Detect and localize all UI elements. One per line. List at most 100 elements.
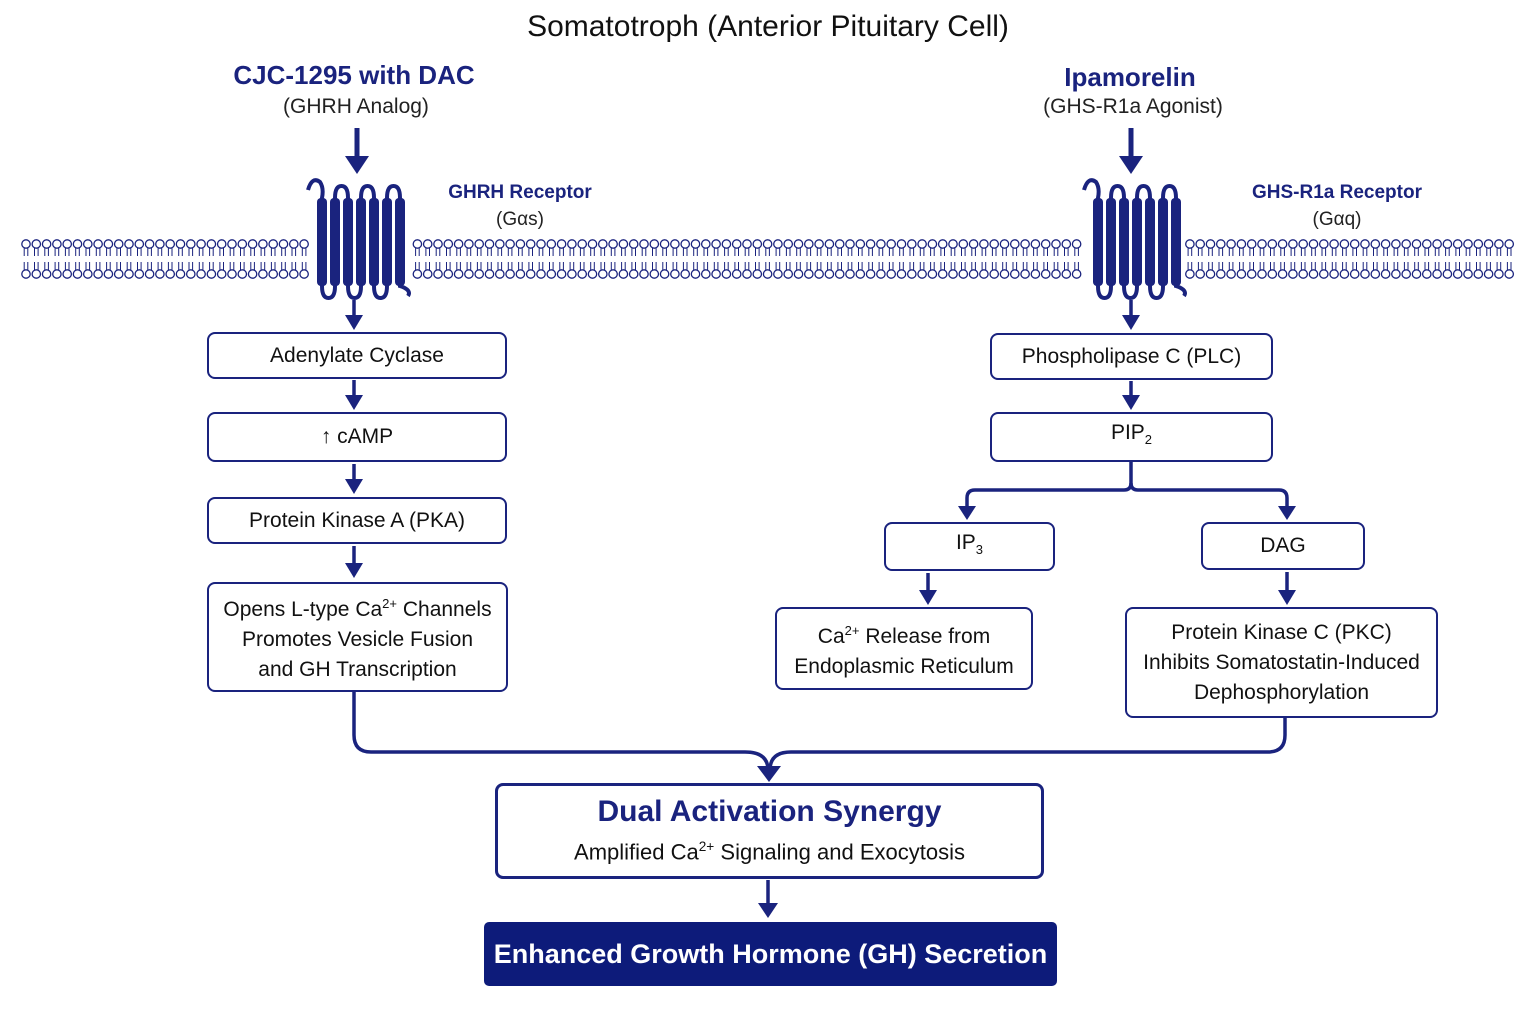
lipid-head bbox=[175, 239, 186, 249]
lipid-head bbox=[1185, 239, 1195, 249]
lipid-head bbox=[536, 269, 546, 279]
lipid-head bbox=[1442, 269, 1453, 279]
lipid-head bbox=[556, 269, 567, 279]
lipid-head bbox=[773, 239, 783, 249]
lipid-head bbox=[876, 269, 886, 279]
lipid-head bbox=[165, 239, 176, 249]
lipid-head bbox=[41, 269, 52, 279]
transmembrane-helix bbox=[317, 198, 327, 286]
lipid-head bbox=[1391, 239, 1401, 249]
lipid-head bbox=[1421, 269, 1432, 279]
lipid-head bbox=[1411, 269, 1422, 279]
lipid-head bbox=[288, 239, 299, 249]
lipid-head bbox=[72, 239, 83, 249]
lipid-head bbox=[1483, 269, 1494, 279]
lipid-head bbox=[268, 239, 279, 249]
ca-line-1-sup: 2+ bbox=[844, 622, 860, 638]
lipid-head bbox=[1494, 269, 1504, 279]
lipid-head bbox=[21, 239, 31, 249]
lipid-head bbox=[1339, 269, 1350, 279]
gh-secretion-outcome: Enhanced Growth Hormone (GH) Secretion bbox=[484, 922, 1057, 986]
lipid-head bbox=[1318, 269, 1329, 279]
lipid-head bbox=[793, 269, 804, 279]
lipid-head bbox=[731, 239, 742, 249]
lipid-head bbox=[1483, 239, 1494, 249]
lipid-head bbox=[1226, 269, 1236, 279]
pkc-line-2: Inhibits Somatostatin-Induced bbox=[1143, 650, 1420, 674]
ca-line-1-post: Release from bbox=[859, 624, 991, 648]
lipid-head bbox=[1071, 239, 1082, 249]
lipid-head bbox=[82, 269, 93, 279]
lipid-head bbox=[103, 269, 114, 279]
lipid-head bbox=[948, 269, 958, 279]
lipid-head bbox=[906, 239, 917, 249]
lipid-head bbox=[1020, 239, 1030, 249]
lipid-head bbox=[1432, 239, 1442, 249]
ghrh-receptor-icon bbox=[306, 178, 411, 301]
lipid-head bbox=[288, 269, 299, 279]
lipid-head bbox=[742, 239, 752, 249]
lipid-head bbox=[597, 239, 608, 249]
lipid-head bbox=[803, 269, 814, 279]
lipid-head bbox=[711, 239, 721, 249]
lipid-head bbox=[1308, 269, 1319, 279]
lipid-head bbox=[670, 239, 680, 249]
lipid-head bbox=[1236, 239, 1247, 249]
lipid-head bbox=[721, 239, 732, 249]
lipid-head bbox=[948, 239, 958, 249]
ghrh-receptor-gprotein: (Gαs) bbox=[496, 209, 544, 230]
lipid-head bbox=[1236, 269, 1247, 279]
lipid-head bbox=[731, 269, 742, 279]
lipid-head bbox=[556, 239, 567, 249]
lipid-head bbox=[62, 239, 73, 249]
lipid-head bbox=[783, 239, 794, 249]
lipid-head bbox=[258, 269, 268, 279]
lipid-head bbox=[937, 269, 948, 279]
lipid-head bbox=[216, 239, 227, 249]
ghs-r1a-receptor-label: GHS-R1a Receptor bbox=[1252, 182, 1422, 203]
transmembrane-helix bbox=[1132, 198, 1142, 286]
lipid-head bbox=[93, 239, 103, 249]
lipid-head bbox=[1380, 239, 1391, 249]
lipid-head bbox=[31, 239, 42, 249]
pka-box: Protein Kinase A (PKA) bbox=[207, 497, 507, 544]
lipid-head bbox=[1040, 239, 1051, 249]
lipid-head bbox=[855, 239, 866, 249]
lipid-head bbox=[608, 269, 618, 279]
camp-label: ↑ cAMP bbox=[321, 422, 393, 452]
lipid-head bbox=[865, 239, 876, 249]
lipid-head bbox=[1071, 269, 1082, 279]
lipid-head bbox=[31, 269, 42, 279]
ipamorelin-class: (GHS-R1a Agonist) bbox=[1043, 95, 1223, 118]
lipid-head bbox=[618, 269, 629, 279]
lipid-head bbox=[1339, 239, 1350, 249]
lipid-head bbox=[690, 239, 701, 249]
lipid-head bbox=[227, 239, 237, 249]
lipid-head bbox=[433, 239, 443, 249]
lipid-head bbox=[937, 239, 948, 249]
transmembrane-helix bbox=[1093, 198, 1103, 286]
lipid-head bbox=[1349, 239, 1360, 249]
lipid-head bbox=[979, 269, 989, 279]
lipid-head bbox=[52, 239, 62, 249]
lipid-head bbox=[1051, 239, 1061, 249]
lipid-head bbox=[1401, 269, 1412, 279]
pkc-line-1: Protein Kinase C (PKC) bbox=[1171, 620, 1392, 644]
lipid-head bbox=[1473, 269, 1484, 279]
lipid-head bbox=[278, 269, 289, 279]
lipid-head bbox=[906, 269, 917, 279]
lipid-head bbox=[762, 269, 773, 279]
lipid-head bbox=[258, 239, 268, 249]
lipid-head bbox=[525, 269, 536, 279]
plc-box: Phospholipase C (PLC) bbox=[990, 333, 1273, 380]
lipid-head bbox=[855, 269, 866, 279]
lipid-head bbox=[206, 269, 217, 279]
lipid-head bbox=[484, 239, 495, 249]
lipid-head bbox=[783, 269, 794, 279]
lipid-head bbox=[299, 269, 309, 279]
lipid-head bbox=[834, 239, 845, 249]
lipid-head bbox=[1288, 269, 1298, 279]
lipid-head bbox=[1329, 239, 1339, 249]
ipamorelin-label: Ipamorelin bbox=[1064, 62, 1196, 92]
